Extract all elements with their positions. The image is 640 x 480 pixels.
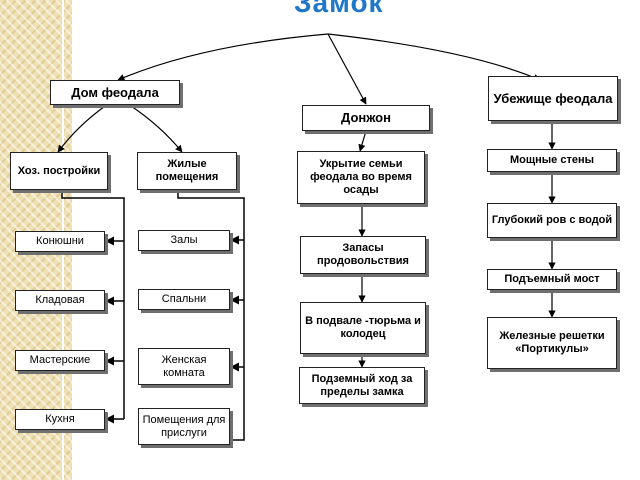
node-basement: В подвале -тюрьма и колодец [300,302,426,354]
connector-lord-outbuildings [57,103,109,153]
node-kitchen: Кухня [15,409,105,430]
node-outbuildings: Хоз. постройки [10,152,108,190]
connector-root-lord [117,33,329,81]
node-refuge: Убежище феодала [488,76,618,121]
bracket-living [177,191,245,441]
node-women-room: Женская комната [138,348,230,385]
connector-lord-living [127,103,183,153]
connector-root-refuge [327,33,541,81]
node-gratings: Железные решетки «Портикулы» [487,317,617,369]
node-donjon: Донжон [302,105,430,131]
node-workshops: Мастерские [15,350,105,371]
node-walls: Мощные стены [487,149,617,172]
bracket-outbuildings [61,191,125,419]
node-storeroom: Кладовая [15,290,105,311]
node-lord-house: Дом феодала [50,80,180,105]
node-supplies: Запасы продовольствия [300,236,426,274]
node-moat: Глубокий ров с водой [487,203,617,238]
diagram-title: Замок [294,0,384,18]
node-living: Жилые помещения [137,152,237,190]
node-bridge: Подъемный мост [487,269,617,290]
node-shelter: Укрытие семьи феодала во время осады [297,151,425,204]
node-tunnel: Подземный ход за пределы замка [299,367,425,404]
node-servants: Помещения для прислуги [138,408,230,445]
node-stables: Конюшни [15,231,105,252]
node-halls: Залы [138,230,230,251]
connector-root-donjon [327,33,367,105]
connector-donjon-shelter [358,130,367,152]
node-bedrooms: Спальни [138,289,230,310]
